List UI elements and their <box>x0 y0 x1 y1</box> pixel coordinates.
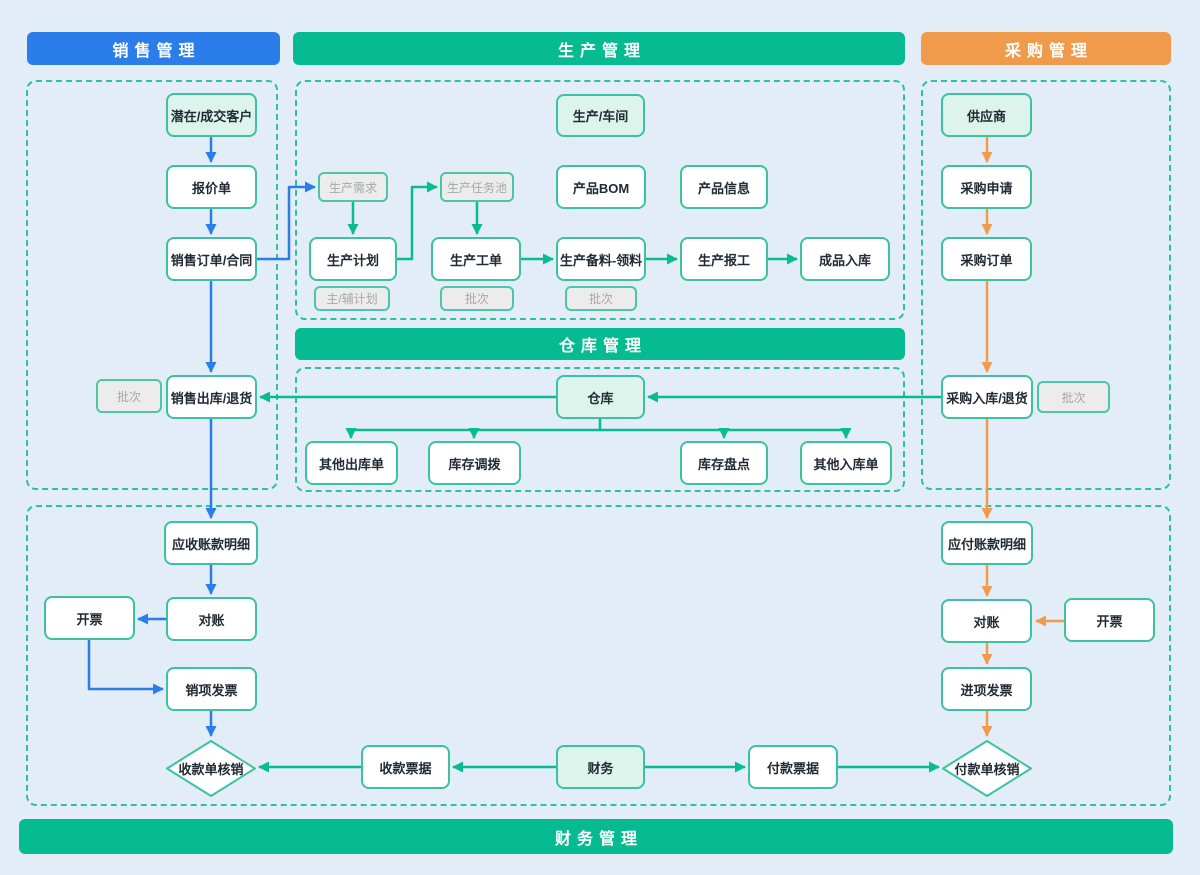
other-inbound-node[interactable]: 其他入库单 <box>800 441 892 485</box>
edge-salesorder-to-proddemand <box>257 181 316 261</box>
finance-section-container <box>26 505 1171 806</box>
purchase-inbound-node[interactable]: 采购入库/退货 <box>941 375 1033 419</box>
receipt-note-node[interactable]: 收款票据 <box>361 745 450 789</box>
reconcile-sales-node[interactable]: 对账 <box>166 597 257 641</box>
prod-report-node[interactable]: 生产报工 <box>680 237 768 281</box>
procurement-header-bar: 采购管理 <box>921 32 1171 65</box>
batch-purchase-node[interactable]: 批次 <box>1037 381 1110 413</box>
payment-writeoff-label: 付款单核销 <box>954 762 1020 777</box>
reconcile-purchase-node[interactable]: 对账 <box>941 599 1032 643</box>
batch-workorder-node[interactable]: 批次 <box>440 286 514 311</box>
finance-node[interactable]: 财务 <box>556 745 645 789</box>
batch-material-node[interactable]: 批次 <box>565 286 637 311</box>
production-header-bar: 生产管理 <box>293 32 905 65</box>
receipt-writeoff-label: 收款单核销 <box>178 762 244 777</box>
supplier-node[interactable]: 供应商 <box>941 93 1032 137</box>
purchase-order-node[interactable]: 采购订单 <box>941 237 1032 281</box>
task-pool-node[interactable]: 生产任务池 <box>440 172 514 202</box>
other-outbound-node[interactable]: 其他出库单 <box>305 441 398 485</box>
finished-inbound-node[interactable]: 成品入库 <box>800 237 890 281</box>
production-section-container <box>295 80 905 320</box>
warehouse-section-container <box>295 367 905 492</box>
quotation-node[interactable]: 报价单 <box>166 165 257 209</box>
prod-plan-node[interactable]: 生产计划 <box>309 237 397 281</box>
batch-sales-node[interactable]: 批次 <box>96 379 162 413</box>
ap-detail-node[interactable]: 应付账款明细 <box>941 521 1033 565</box>
finance-header-bar: 财务管理 <box>19 819 1173 854</box>
customer-node[interactable]: 潜在/成交客户 <box>166 93 257 137</box>
warehouse-header-bar: 仓库管理 <box>295 328 905 360</box>
workshop-node[interactable]: 生产/车间 <box>556 94 645 137</box>
edge-invoicing-to-salesinvoice <box>87 640 164 695</box>
warehouse-node[interactable]: 仓库 <box>556 375 645 419</box>
invoicing-sales-node[interactable]: 开票 <box>44 596 135 640</box>
payment-writeoff-node[interactable]: 付款单核销 <box>942 740 1032 797</box>
invoicing-purchase-node[interactable]: 开票 <box>1064 598 1155 642</box>
sales-outbound-node[interactable]: 销售出库/退货 <box>166 375 257 419</box>
main-aux-plan-node[interactable]: 主/辅计划 <box>314 286 390 311</box>
sales-invoice-node[interactable]: 销项发票 <box>166 667 257 711</box>
material-picking-node[interactable]: 生产备料-领料 <box>556 237 646 281</box>
input-invoice-node[interactable]: 进项发票 <box>941 667 1032 711</box>
ar-detail-node[interactable]: 应收账款明细 <box>164 521 258 565</box>
edge-prodplan-to-taskpool <box>397 181 438 261</box>
prod-demand-node[interactable]: 生产需求 <box>318 172 388 202</box>
receipt-writeoff-node[interactable]: 收款单核销 <box>166 740 256 797</box>
stock-count-node[interactable]: 库存盘点 <box>680 441 768 485</box>
payment-note-node[interactable]: 付款票据 <box>748 745 838 789</box>
purchase-request-node[interactable]: 采购申请 <box>941 165 1032 209</box>
product-bom-node[interactable]: 产品BOM <box>556 165 646 209</box>
work-order-node[interactable]: 生产工单 <box>431 237 521 281</box>
sales-header-bar: 销售管理 <box>27 32 280 65</box>
sales-section-container <box>26 80 278 490</box>
product-info-node[interactable]: 产品信息 <box>680 165 768 209</box>
sales-order-node[interactable]: 销售订单/合同 <box>166 237 257 281</box>
stock-transfer-node[interactable]: 库存调拨 <box>428 441 521 485</box>
procurement-section-container <box>921 80 1171 490</box>
